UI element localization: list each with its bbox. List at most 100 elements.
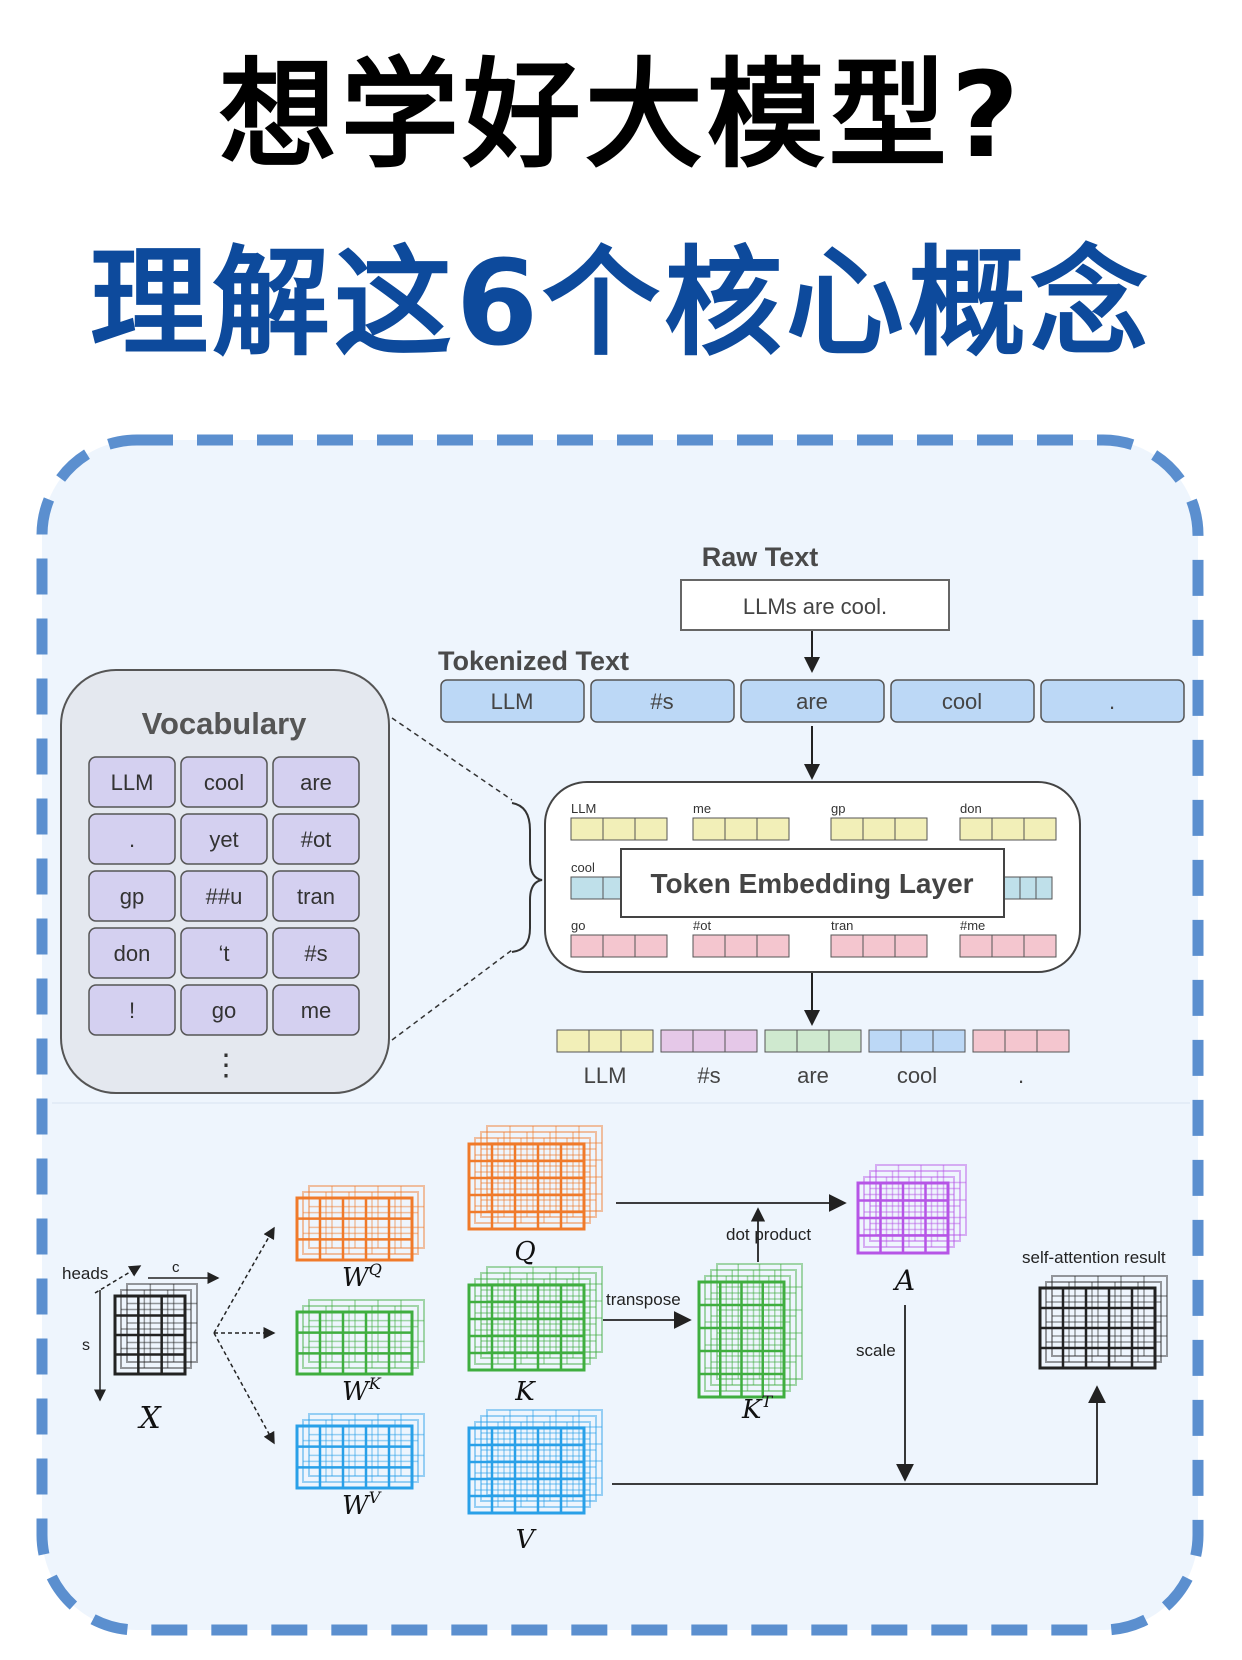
connector-upper: [391, 717, 513, 801]
x-label: X: [137, 1401, 162, 1436]
embedding-cell: [570, 817, 604, 841]
vocabulary-item-label: ##u: [206, 884, 243, 909]
embedding-token-label: gp: [831, 801, 845, 816]
embedding-layer-title: Token Embedding Layer: [650, 868, 973, 899]
embedding-cell: [991, 817, 1025, 841]
embedding-vector-cell: [972, 1029, 1006, 1053]
vocabulary-item: [272, 813, 360, 865]
vocabulary-item-label: cool: [204, 770, 244, 795]
embedding-token-label: LLM: [571, 801, 596, 816]
vocabulary-item: [272, 984, 360, 1036]
token-box: [890, 679, 1035, 723]
matrix-wk: [295, 1299, 425, 1376]
embedding-vector-label: cool: [897, 1063, 937, 1088]
matrix-layer: [467, 1142, 586, 1231]
result-label: self-attention result: [1022, 1248, 1166, 1267]
embedding-vector-cell: [868, 1029, 902, 1053]
embedding-cell: [692, 934, 726, 958]
vocabulary-item-label: .: [129, 827, 135, 852]
vocabulary-item-label: are: [300, 770, 332, 795]
embedding-cell: [830, 934, 864, 958]
attention-diagram: X heads c s WQ WK WV Q K V KT A dot prod…: [62, 1125, 1168, 1555]
matrix-layer: [302, 1305, 419, 1369]
vocabulary-item-label: me: [301, 998, 332, 1023]
embedding-vector-cell: [660, 1029, 694, 1053]
matrix-layer: [1045, 1281, 1162, 1363]
vocabulary-item-label: #ot: [301, 827, 332, 852]
vocabulary-item: [180, 870, 268, 922]
matrix-v: [467, 1409, 603, 1515]
embedding-vector-cell: [724, 1029, 758, 1053]
raw-text-value: LLMs are cool.: [743, 594, 887, 619]
raw-text-box: [680, 579, 950, 631]
embedding-cell: [570, 876, 604, 900]
vocabulary-item-label: ‘t: [219, 941, 230, 966]
embedding-vector-cell: [764, 1029, 798, 1053]
tokenized-text-label: Tokenized Text: [438, 646, 629, 676]
embedding-cell: [1023, 934, 1057, 958]
matrix-layer: [704, 1275, 791, 1392]
s-label: s: [82, 1337, 90, 1354]
embedding-vector-cell: [620, 1029, 654, 1053]
matrix-layer: [302, 1191, 419, 1255]
vocabulary-item-label: go: [212, 998, 236, 1023]
vocabulary-item: [272, 870, 360, 922]
vocabulary-item: [88, 756, 176, 808]
headline-line2: 理解这6个核心概念: [89, 234, 1153, 372]
embedding-token-label: cool: [571, 860, 595, 875]
fan-arrow-q: [213, 1226, 275, 1334]
token-box: [590, 679, 735, 723]
wq-label: WQ: [342, 1260, 382, 1293]
vocabulary-more: ⋮: [211, 1049, 241, 1082]
matrix-layer: [474, 1137, 591, 1224]
embedding-vector-cell: [796, 1029, 830, 1053]
v-label: V: [516, 1525, 537, 1555]
embedding-layer-title-box: [620, 848, 1005, 918]
embedding-token-label: tran: [831, 918, 853, 933]
heads-arrow: [94, 1265, 142, 1294]
matrix-layer: [302, 1419, 419, 1483]
embedding-cell: [894, 934, 928, 958]
vocabulary-item-label: !: [129, 998, 135, 1023]
embedding-vector-cell: [692, 1029, 726, 1053]
embedding-cell: [692, 817, 726, 841]
embedding-vector-label: #s: [697, 1063, 720, 1088]
embedding-token-label: me: [693, 801, 711, 816]
vocabulary-item: [272, 756, 360, 808]
token-label: LLM: [491, 689, 534, 714]
vocabulary-item: [180, 813, 268, 865]
embedding-cell: [1023, 817, 1057, 841]
matrix-layer: [295, 1196, 414, 1262]
embedding-vector-cell: [1036, 1029, 1070, 1053]
matrix-kt: [697, 1263, 803, 1399]
embedding-cell: [724, 817, 758, 841]
transpose-label: transpose: [606, 1290, 681, 1309]
embedding-cell: [602, 817, 636, 841]
matrix-layer: [863, 1176, 955, 1248]
embedding-cell: [634, 934, 668, 958]
vocabulary-item: [272, 927, 360, 979]
connector-lower: [391, 949, 513, 1041]
embedding-cell: [756, 817, 790, 841]
embedding-vector-cell: [588, 1029, 622, 1053]
embedding-token-label: go: [571, 918, 585, 933]
embedding-cell: [602, 934, 636, 958]
a-label: A: [892, 1264, 915, 1297]
token-box: [740, 679, 885, 723]
vocabulary-item-label: LLM: [111, 770, 154, 795]
matrix-x: [113, 1283, 198, 1376]
embedding-cell: [830, 817, 864, 841]
vocabulary-item-label: yet: [209, 827, 238, 852]
vocabulary-item: [88, 813, 176, 865]
matrix-wv: [295, 1413, 425, 1490]
embedding-cell: [1035, 876, 1053, 900]
embedding-vector-cell: [556, 1029, 590, 1053]
embedding-cell: [724, 934, 758, 958]
matrix-result: [1038, 1275, 1168, 1370]
matrix-layer: [467, 1283, 586, 1372]
